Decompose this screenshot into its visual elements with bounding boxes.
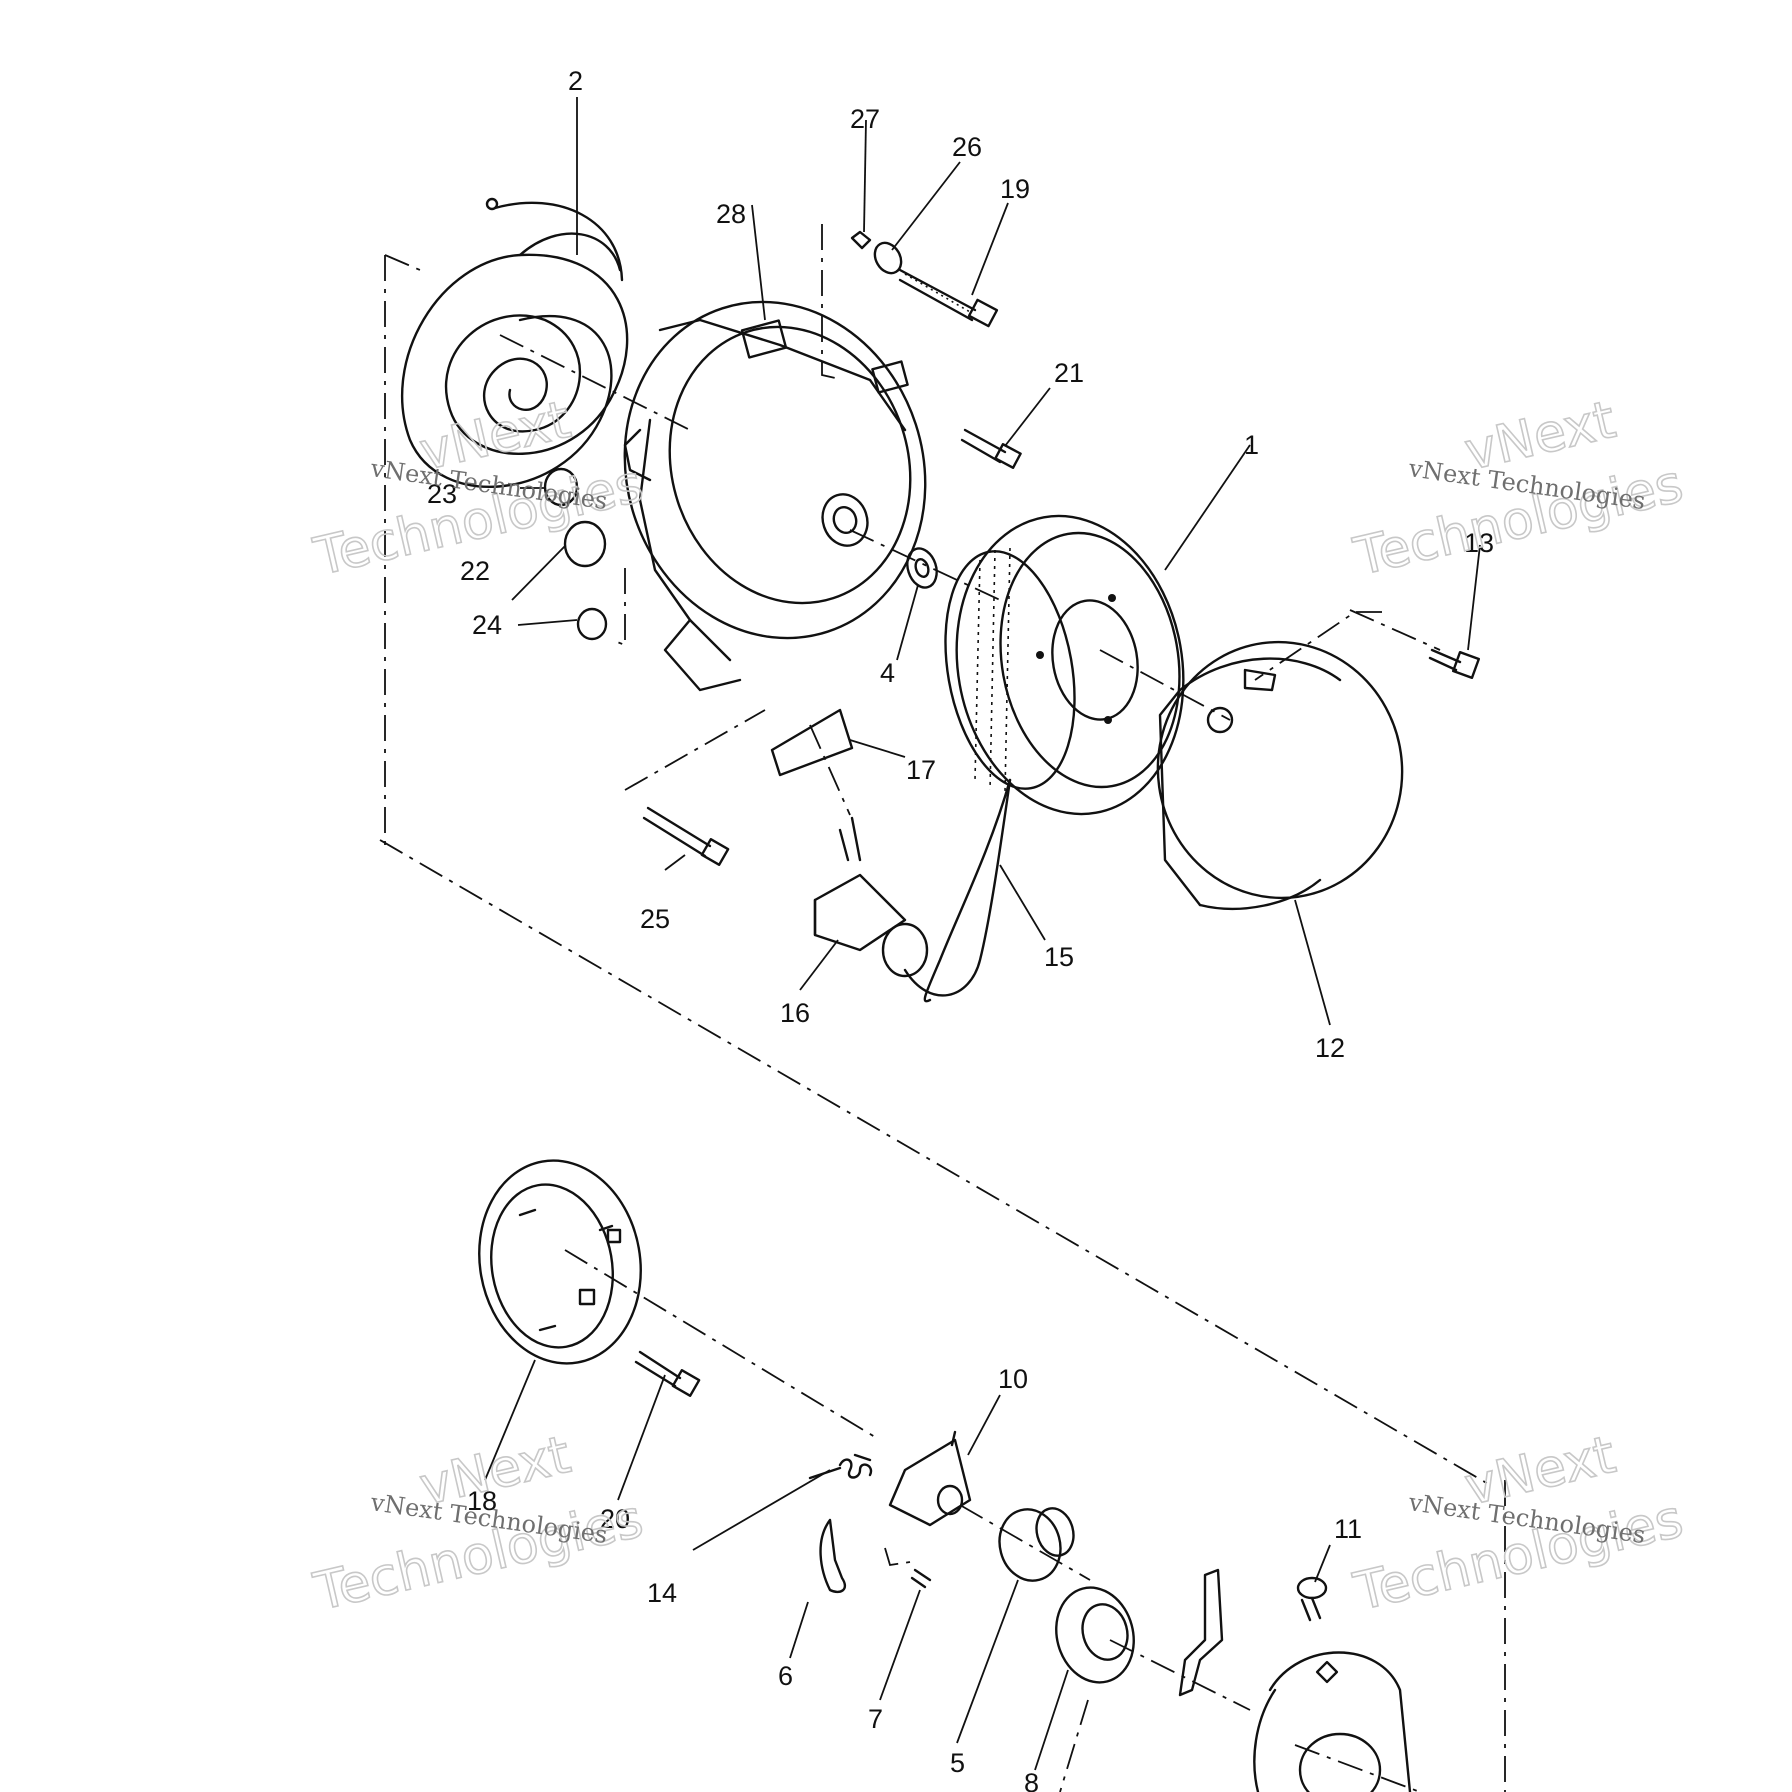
callout-labels: 2 27 26 19 28 21 1 13 23 22 24 4 17 25 1… [427, 66, 1494, 1792]
callout-13: 13 [1464, 528, 1494, 558]
leader-lines [484, 97, 1481, 1771]
callout-24: 24 [472, 610, 502, 640]
callout-6: 6 [778, 1661, 793, 1691]
lower-assembly [478, 1159, 1412, 1792]
callout-12: 12 [1315, 1033, 1345, 1063]
outer-cover-part-12 [1156, 640, 1404, 911]
pulley-part-1 [944, 514, 1185, 816]
callout-28: 28 [716, 199, 746, 229]
watermarks: vNext Technologies vNext Technologies vN… [308, 389, 1690, 1623]
callout-4: 4 [880, 658, 895, 688]
callout-25: 25 [640, 904, 670, 934]
callout-26: 26 [952, 132, 982, 162]
callout-11: 11 [1334, 1514, 1362, 1544]
handle-and-rope-parts-15-16-17 [770, 708, 1012, 1003]
callout-16: 16 [780, 998, 810, 1028]
small-hardware-top [543, 230, 1481, 866]
center-lines [379, 224, 1506, 1792]
callout-8: 8 [1024, 1768, 1039, 1792]
callout-5: 5 [950, 1748, 965, 1778]
callout-10: 10 [998, 1364, 1028, 1394]
callout-15: 15 [1044, 942, 1074, 972]
callout-7: 7 [868, 1704, 883, 1734]
callout-19: 19 [1000, 174, 1030, 204]
callout-1: 1 [1244, 430, 1259, 460]
callout-14: 14 [647, 1578, 677, 1608]
callout-22: 22 [460, 556, 490, 586]
callout-27: 27 [850, 104, 880, 134]
starter-housing-part-28 [623, 300, 927, 692]
callout-2: 2 [568, 66, 583, 96]
recoil-spring-part-2 [400, 197, 629, 488]
callout-20: 20 [600, 1504, 630, 1534]
callout-18: 18 [467, 1486, 497, 1516]
callout-17: 17 [906, 755, 936, 785]
callout-23: 23 [427, 479, 457, 509]
callout-21: 21 [1054, 358, 1084, 388]
